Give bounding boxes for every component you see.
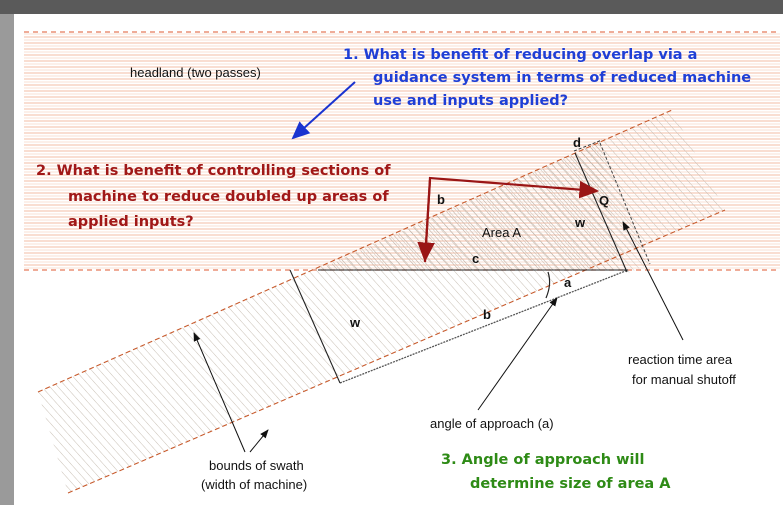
reaction-time-region bbox=[575, 142, 650, 274]
blue-arrow bbox=[291, 81, 356, 140]
question-3-line-1: 3. Angle of approach will bbox=[441, 452, 645, 468]
c-label: c bbox=[472, 251, 480, 266]
reaction-label-line-2: for manual shutoff bbox=[632, 372, 736, 387]
bounds-arrow-upper bbox=[193, 332, 246, 453]
window-top-bar bbox=[0, 0, 783, 14]
reaction-label-line-1: reaction time area bbox=[628, 352, 733, 367]
angle-approach-label: angle of approach (a) bbox=[430, 416, 554, 431]
window-left-bar bbox=[0, 14, 14, 505]
red-arrow-down bbox=[417, 179, 435, 263]
question-2-line-2: machine to reduce doubled up areas of bbox=[68, 189, 389, 205]
w-left-label: w bbox=[350, 315, 361, 330]
line-b-lower bbox=[339, 269, 629, 384]
bounds-label-line-2: (width of machine) bbox=[201, 477, 308, 492]
a-label: a bbox=[564, 275, 572, 290]
area-a-region bbox=[318, 142, 620, 270]
question-1-line-1: 1. What is benefit of reducing overlap v… bbox=[343, 47, 698, 63]
area-a-label: Area A bbox=[482, 225, 522, 240]
b-lower-label: b bbox=[483, 307, 491, 322]
question-3-line-2: determine size of area A bbox=[470, 476, 671, 492]
headland-label: headland (two passes) bbox=[130, 65, 261, 80]
w-right-label: w bbox=[575, 215, 586, 230]
bounds-arrow-lower bbox=[249, 429, 269, 453]
swath-lower-edge bbox=[67, 209, 726, 494]
cross-line-w-left bbox=[289, 269, 341, 384]
cross-line-w-right bbox=[574, 152, 628, 273]
angle-arrow bbox=[477, 297, 558, 411]
d-label: d bbox=[573, 135, 581, 150]
q-label: Q bbox=[599, 193, 610, 208]
question-1-line-2: guidance system in terms of reduced mach… bbox=[373, 70, 752, 86]
b-upper-label: b bbox=[437, 192, 445, 207]
question-2-line-3: applied inputs? bbox=[68, 214, 194, 230]
reaction-arrow bbox=[622, 221, 684, 341]
angle-arc bbox=[545, 271, 551, 299]
cross-line-right-dashed bbox=[599, 142, 651, 265]
bounds-label-line-1: bounds of swath bbox=[209, 458, 304, 473]
question-2-line-1: 2. What is benefit of controlling sectio… bbox=[36, 163, 391, 179]
d-dimension-line bbox=[573, 139, 603, 152]
question-1-line-3: use and inputs applied? bbox=[373, 93, 569, 109]
swath-upper-edge bbox=[37, 109, 673, 393]
